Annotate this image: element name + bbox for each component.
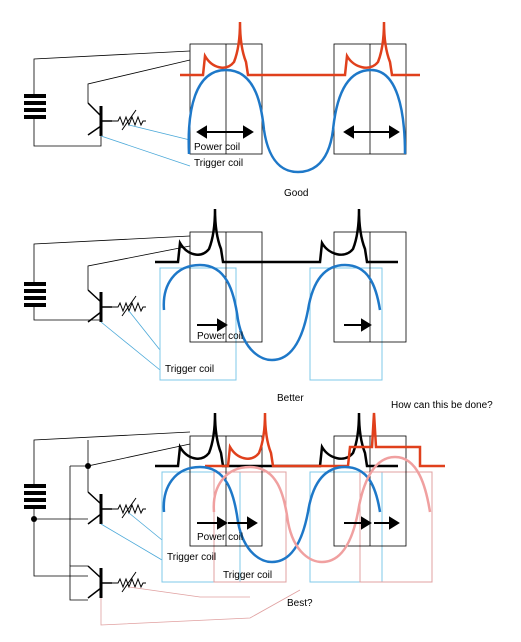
transistor-icon xyxy=(87,102,112,136)
question-label: How can this be done? xyxy=(391,400,493,411)
power-coil-label: Power coil xyxy=(197,532,243,543)
trigger-coil-label: Trigger coil xyxy=(165,364,214,375)
pulse-waveform xyxy=(155,412,398,468)
motion-arrow-icon-2 xyxy=(344,516,400,530)
trigger-coil-box-2 xyxy=(309,471,383,583)
battery-icon xyxy=(24,94,46,119)
junction-dot xyxy=(85,463,91,469)
flux-waveform xyxy=(162,263,382,362)
motion-arrow-icon xyxy=(196,125,254,139)
pulse-waveform xyxy=(155,208,398,264)
trigger-coil-label: Trigger coil xyxy=(194,158,243,169)
power-coil-box xyxy=(189,435,263,547)
trigger-coil-box-4 xyxy=(359,471,433,583)
power-coil-box xyxy=(189,231,263,343)
motion-arrow-icon xyxy=(197,318,228,332)
trigger-coil-box xyxy=(161,471,241,583)
transistor-icon xyxy=(87,289,112,323)
power-coil-label: Power coil xyxy=(197,331,243,342)
panel-good: Power coil Trigger coil Good xyxy=(24,21,420,199)
caption-best: Best? xyxy=(287,598,313,609)
potentiometer-icon xyxy=(112,497,146,519)
trigger-coil-label-2: Trigger coil xyxy=(223,570,272,581)
circuit-wires xyxy=(33,431,191,601)
battery-icon xyxy=(24,484,46,509)
pulse-waveform xyxy=(180,21,420,77)
pulse-waveform-2 xyxy=(205,412,445,468)
power-coil-box-2 xyxy=(333,435,407,547)
trigger-coil-box xyxy=(159,267,237,381)
battery-icon xyxy=(24,282,46,307)
trigger-coil-label: Trigger coil xyxy=(167,552,216,563)
potentiometer-icon xyxy=(112,295,146,317)
motion-arrow-icon-2 xyxy=(344,318,372,332)
motion-arrow-icon-2 xyxy=(343,125,400,139)
flux-waveform xyxy=(162,465,382,564)
flux-waveform-2 xyxy=(212,455,432,564)
trigger-coil-box-3 xyxy=(213,471,287,583)
potentiometer-icon-2 xyxy=(112,571,146,593)
flux-waveform xyxy=(187,68,407,174)
junction-dot-2 xyxy=(31,516,37,522)
motion-arrow-icon xyxy=(197,516,258,530)
transistor-icon-2 xyxy=(87,565,112,599)
panel-best: How can this be done? xyxy=(24,400,493,626)
trigger-wires xyxy=(100,512,163,561)
power-coil-box-2 xyxy=(333,231,407,343)
transistor-icon xyxy=(87,491,112,525)
circuit-wires xyxy=(33,50,191,147)
circuit-wires xyxy=(33,235,191,322)
power-coil-box xyxy=(189,43,263,155)
caption-good: Good xyxy=(284,188,308,199)
trigger-wires xyxy=(100,310,161,371)
trigger-coil-box-2 xyxy=(309,267,383,381)
potentiometer-icon xyxy=(112,109,146,131)
trigger-wires xyxy=(100,124,191,167)
power-coil-box-2 xyxy=(333,43,407,155)
caption-better: Better xyxy=(277,393,304,404)
trigger-wires-2 xyxy=(100,586,301,626)
panel-better: Power coil Trigger coil Better xyxy=(24,208,407,404)
power-coil-label: Power coil xyxy=(194,142,240,153)
